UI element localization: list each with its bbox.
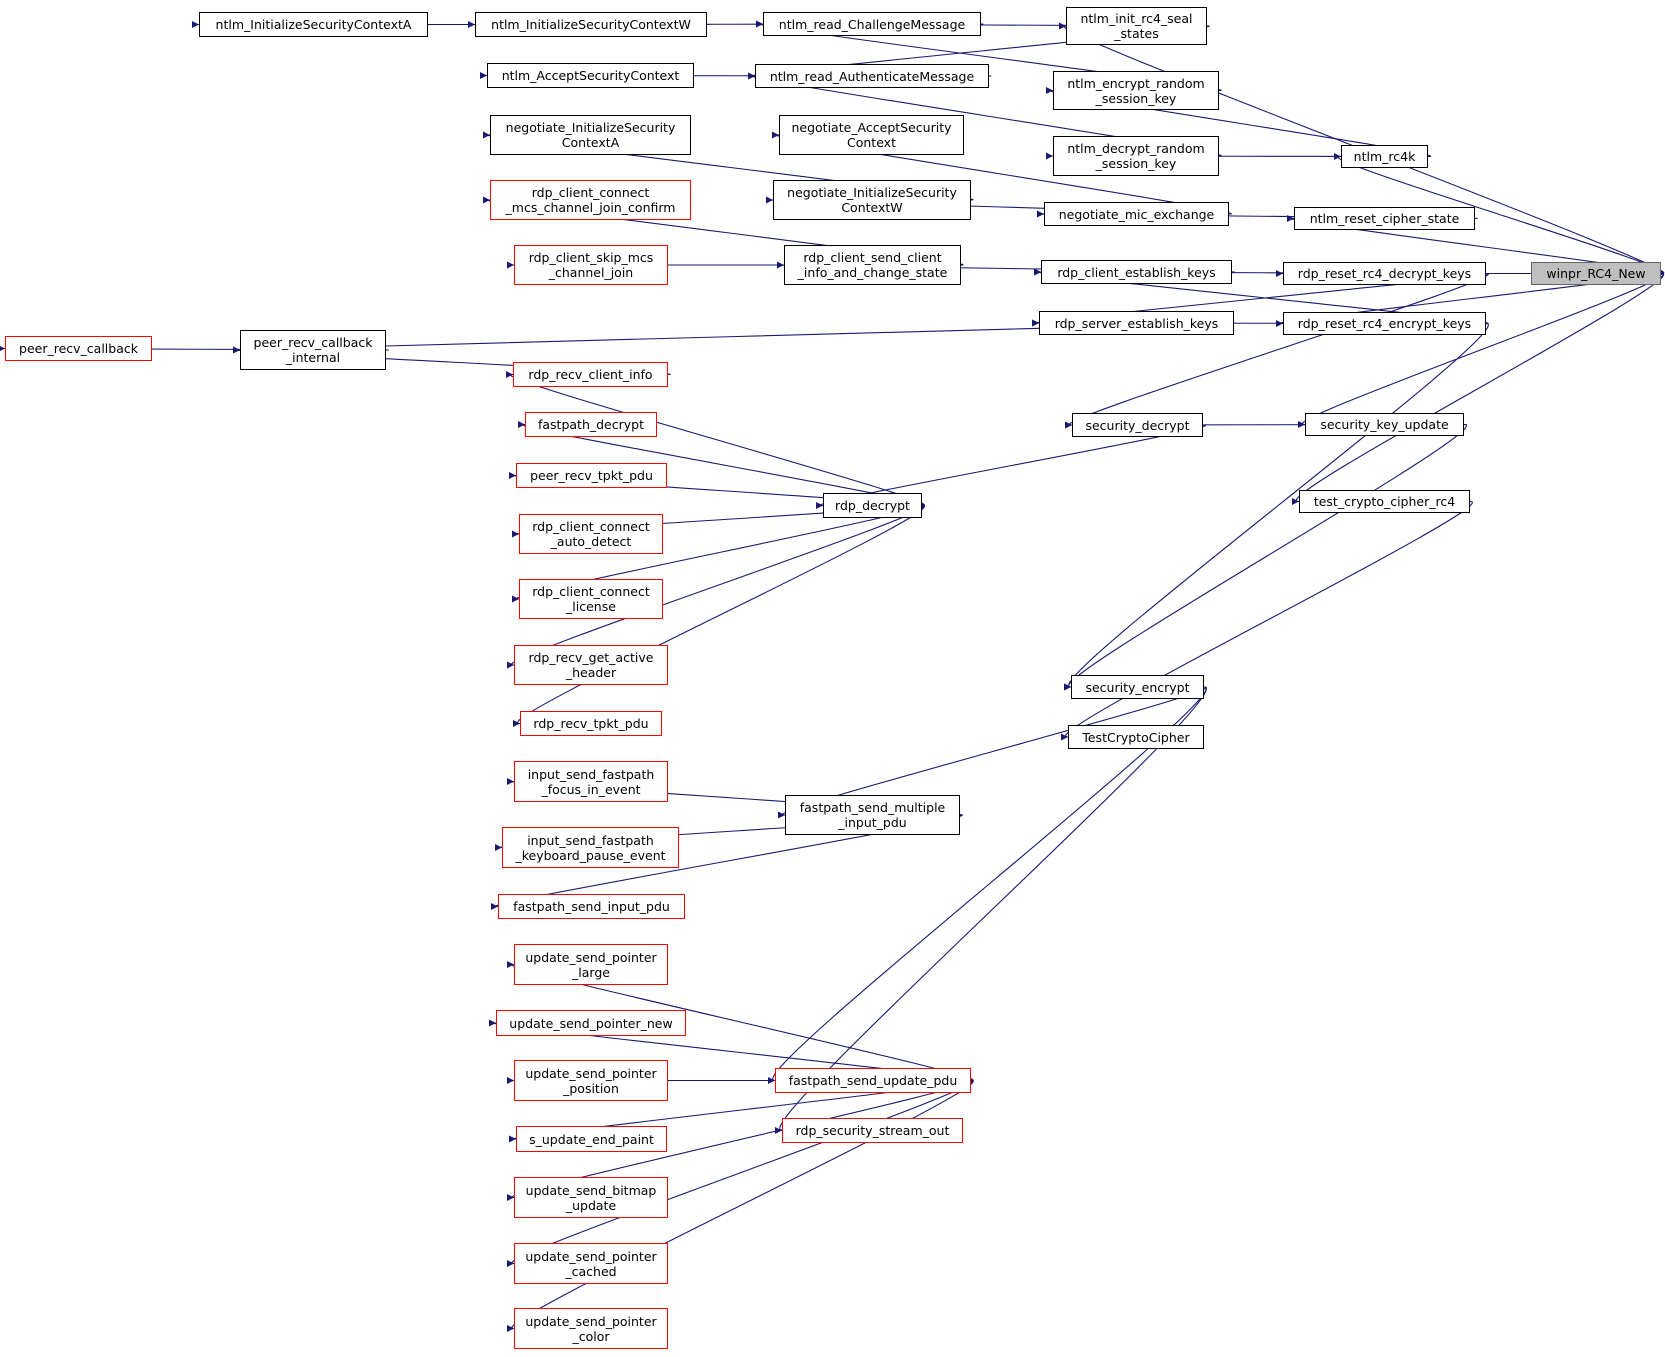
node-negotiate-initialize-security-context-w[interactable]: negotiate_InitializeSecurity ContextW	[773, 180, 971, 220]
node-ntlm-initialize-security-context-a[interactable]: ntlm_InitializeSecurityContextA	[199, 12, 428, 37]
node-rdp-server-establish-keys[interactable]: rdp_server_establish_keys	[1039, 311, 1234, 335]
node-input-send-fastpath-focus-in-event[interactable]: input_send_fastpath _focus_in_event	[514, 761, 668, 802]
edge-security_encrypt-to-fastpath_send_update_pdu	[767, 686, 1207, 1084]
edge-rdp_reset_rc4_encrypt_keys-to-security_encrypt	[1063, 322, 1489, 691]
node-rdp-recv-get-active-header[interactable]: rdp_recv_get_active _header	[514, 645, 668, 685]
node-s-update-end-paint[interactable]: s_update_end_paint	[516, 1126, 667, 1152]
node-rdp-client-connect-auto-detect[interactable]: rdp_client_connect _auto_detect	[519, 514, 663, 554]
node-peer-recv-tpkt-pdu[interactable]: peer_recv_tpkt_pdu	[516, 463, 667, 488]
node-security-encrypt[interactable]: security_encrypt	[1071, 675, 1204, 699]
node-update-send-pointer-cached[interactable]: update_send_pointer _cached	[514, 1243, 668, 1284]
node-rdp-decrypt[interactable]: rdp_decrypt	[823, 493, 922, 518]
edge-test_crypto_cipher_rc4-to-TestCryptoCipher	[1060, 500, 1473, 741]
node-rdp-reset-rc4-encrypt-keys[interactable]: rdp_reset_rc4_encrypt_keys	[1283, 312, 1486, 335]
edge-fastpath_send_update_pdu-to-update_send_pointer_cached	[506, 1079, 974, 1267]
node-ntlm-accept-security-context[interactable]: ntlm_AcceptSecurityContext	[487, 63, 694, 88]
node-fastpath-send-update-pdu[interactable]: fastpath_send_update_pdu	[775, 1068, 971, 1093]
node-ntlm-read-challenge-message[interactable]: ntlm_read_ChallengeMessage	[763, 12, 981, 36]
node-rdp-client-connect-license[interactable]: rdp_client_connect _license	[519, 579, 663, 619]
node-ntlm-encrypt-random-session-key[interactable]: ntlm_encrypt_random _session_key	[1053, 71, 1219, 110]
edge-security_key_update-to-security_encrypt	[1063, 423, 1467, 691]
node-ntlm-init-rc4-seal-states[interactable]: ntlm_init_rc4_seal _states	[1066, 7, 1207, 45]
edge-security_encrypt-to-rdp_security_stream_out	[774, 686, 1207, 1134]
node-update-send-pointer-position[interactable]: update_send_pointer _position	[514, 1060, 668, 1101]
node-rdp-client-connect-mcs-channel-join-confirm[interactable]: rdp_client_connect _mcs_channel_join_con…	[490, 180, 691, 220]
node-security-decrypt[interactable]: security_decrypt	[1072, 413, 1203, 437]
node-security-key-update[interactable]: security_key_update	[1305, 413, 1464, 436]
node-rdp-recv-client-info[interactable]: rdp_recv_client_info	[513, 362, 668, 387]
node-test-crypto-cipher[interactable]: TestCryptoCipher	[1068, 725, 1204, 749]
node-fastpath-send-multiple-input-pdu[interactable]: fastpath_send_multiple _input_pdu	[785, 795, 960, 835]
edge-winpr_RC4_New-to-test_crypto_cipher_rc4	[1291, 272, 1665, 505]
node-fastpath-decrypt[interactable]: fastpath_decrypt	[525, 412, 657, 437]
node-rdp-reset-rc4-decrypt-keys[interactable]: rdp_reset_rc4_decrypt_keys	[1283, 262, 1486, 285]
node-rdp-security-stream-out[interactable]: rdp_security_stream_out	[782, 1118, 963, 1143]
node-update-send-bitmap-update[interactable]: update_send_bitmap _update	[514, 1177, 668, 1218]
node-test-crypto-cipher-rc4[interactable]: test_crypto_cipher_rc4	[1299, 490, 1470, 513]
node-rdp-client-send-client-info-and-change-state[interactable]: rdp_client_send_client _info_and_change_…	[784, 245, 961, 285]
node-rdp-client-skip-mcs-channel-join[interactable]: rdp_client_skip_mcs _channel_join	[514, 245, 668, 285]
node-ntlm-initialize-security-context-w[interactable]: ntlm_InitializeSecurityContextW	[475, 12, 707, 37]
node-negotiate-mic-exchange[interactable]: negotiate_mic_exchange	[1044, 202, 1229, 226]
node-input-send-fastpath-keyboard-pause-event[interactable]: input_send_fastpath _keyboard_pause_even…	[502, 827, 679, 868]
node-negotiate-initialize-security-context-a[interactable]: negotiate_InitializeSecurity ContextA	[490, 115, 691, 155]
node-ntlm-rc4k[interactable]: ntlm_rc4k	[1341, 145, 1428, 168]
node-rdp-recv-tpkt-pdu[interactable]: rdp_recv_tpkt_pdu	[520, 711, 662, 736]
node-peer-recv-callback[interactable]: peer_recv_callback	[5, 336, 152, 361]
node-peer-recv-callback-internal[interactable]: peer_recv_callback _internal	[240, 330, 386, 370]
node-update-send-pointer-new[interactable]: update_send_pointer_new	[496, 1010, 686, 1036]
node-negotiate-accept-security-context[interactable]: negotiate_AcceptSecurity Context	[779, 115, 964, 155]
edge-winpr_RC4_New-to-security_key_update	[1297, 272, 1665, 428]
node-ntlm-decrypt-random-session-key[interactable]: ntlm_decrypt_random _session_key	[1053, 136, 1219, 176]
node-ntlm-reset-cipher-state[interactable]: ntlm_reset_cipher_state	[1294, 207, 1475, 230]
node-update-send-pointer-color[interactable]: update_send_pointer _color	[514, 1308, 668, 1349]
node-update-send-pointer-large[interactable]: update_send_pointer _large	[514, 944, 668, 985]
node-rdp-client-establish-keys[interactable]: rdp_client_establish_keys	[1041, 260, 1232, 284]
node-ntlm-read-authenticate-message[interactable]: ntlm_read_AuthenticateMessage	[755, 64, 989, 88]
node-fastpath-send-input-pdu[interactable]: fastpath_send_input_pdu	[498, 894, 685, 919]
node-winpr-rc4-new: winpr_RC4_New	[1531, 262, 1661, 285]
